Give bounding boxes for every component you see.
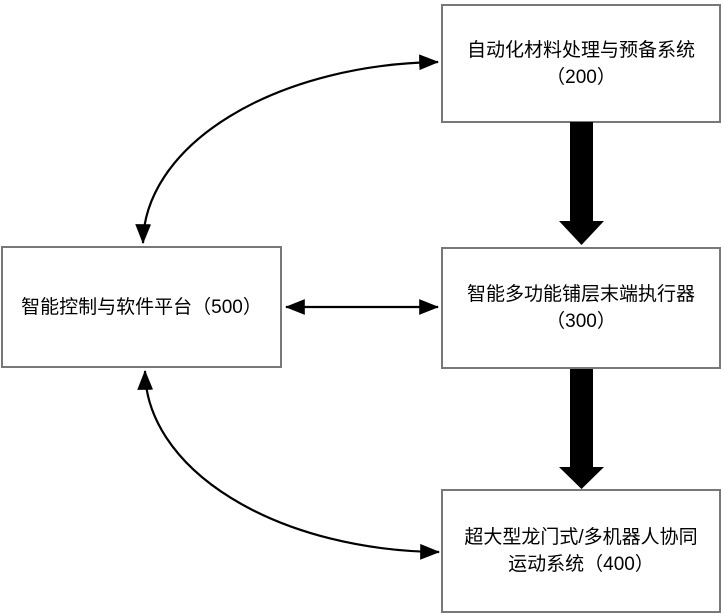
box-200-label-line2: （200） <box>546 66 616 88</box>
curved-arrow-500-200 <box>135 54 439 244</box>
box-400-label-line2: 运动系统（400） <box>508 554 654 575</box>
box-end-effector-300: 智能多功能铺层末端执行器 （300） <box>441 247 721 369</box>
thick-arrow-200-300 <box>559 122 604 245</box>
box-300-label-line2: （300） <box>546 311 616 332</box>
thick-arrow-300-400 <box>559 369 604 489</box>
box-500-label-line1: 智能控制与软件平台（500） <box>21 296 262 318</box>
box-300-label-line1: 智能多功能铺层末端执行器 <box>466 284 695 305</box>
box-control-software-platform-500: 智能控制与软件平台（500） <box>1 246 282 368</box>
curved-arrow-500-400 <box>137 370 440 560</box>
box-200-label-line1: 自动化材料处理与预备系统 <box>466 39 695 61</box>
box-400-label-line1: 超大型龙门式/多机器人协同 <box>464 527 698 548</box>
box-gantry-motion-system-400: 超大型龙门式/多机器人协同 运动系统（400） <box>441 489 721 613</box>
box-automated-material-system-200: 自动化材料处理与预备系统 （200） <box>441 4 721 123</box>
